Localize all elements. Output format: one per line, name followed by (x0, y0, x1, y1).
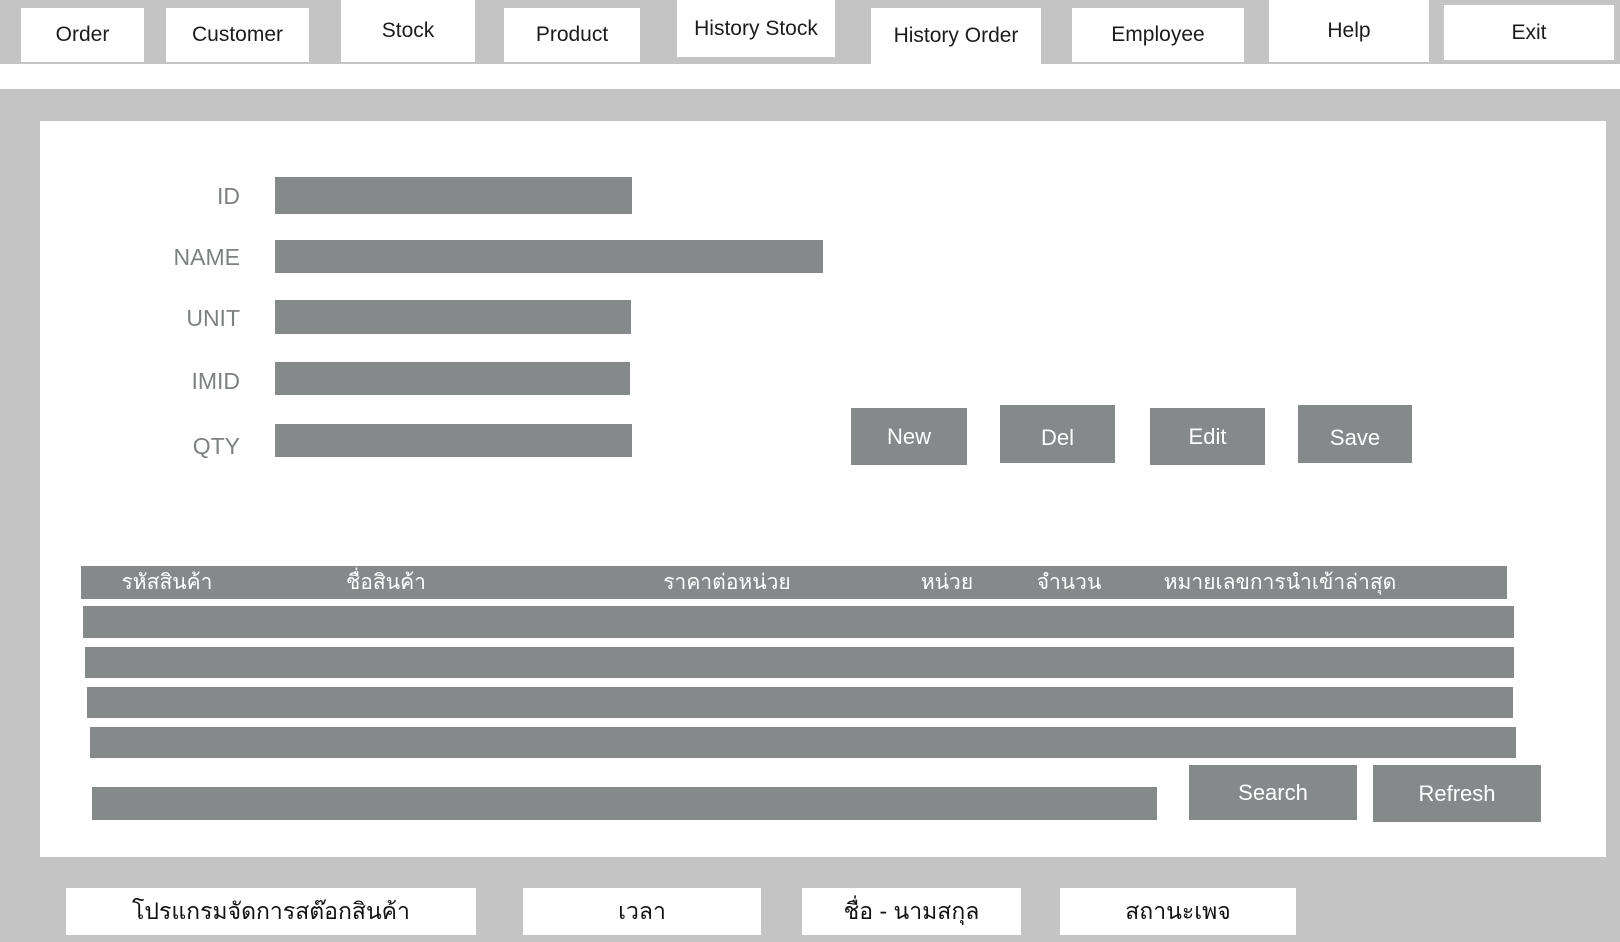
tab-help-label: Help (1327, 19, 1371, 42)
unit-label: UNIT (186, 305, 240, 331)
table-row[interactable] (87, 687, 1513, 718)
del-button[interactable]: Del (1000, 405, 1115, 463)
tab-exit-label: Exit (1511, 20, 1547, 44)
tab-employee-label: Employee (1111, 23, 1205, 46)
save-button[interactable]: Save (1298, 405, 1412, 463)
column-header-unit: หน่วย (920, 571, 974, 594)
tab-history-order-label: History Order (893, 24, 1019, 47)
imid-input[interactable] (275, 362, 630, 395)
table-row[interactable] (90, 727, 1516, 758)
table-header: รหัสสินค้า ชื่อสินค้า ราคาต่อหน่วย หน่วย… (81, 566, 1507, 599)
status-time: เวลา (523, 888, 761, 935)
id-input[interactable] (275, 177, 632, 214)
tab-customer-label: Customer (191, 23, 284, 46)
status-user-name: ชื่อ - นามสกุล (802, 888, 1021, 935)
column-header-last-import-id: หมายเลขการนำเข้าล่าสุด (1163, 571, 1397, 594)
tab-order[interactable]: Order (21, 8, 144, 62)
unit-input[interactable] (275, 300, 631, 334)
name-input[interactable] (275, 240, 823, 273)
tab-product-label: Product (535, 23, 609, 46)
nav-divider-strip (0, 64, 1620, 89)
tab-product[interactable]: Product (504, 8, 640, 62)
column-header-product-name: ชื่อสินค้า (346, 571, 426, 594)
id-label: ID (217, 183, 240, 209)
tab-stock-label: Stock (381, 19, 435, 42)
tab-exit[interactable]: Exit (1442, 3, 1616, 62)
tab-employee[interactable]: Employee (1072, 8, 1244, 62)
status-program-title: โปรแกรมจัดการสต๊อกสินค้า (66, 888, 476, 935)
search-input[interactable] (92, 787, 1157, 820)
table-row[interactable] (85, 647, 1514, 678)
edit-button[interactable]: Edit (1150, 408, 1265, 465)
imid-label: IMID (191, 368, 240, 394)
refresh-button[interactable]: Refresh (1373, 765, 1541, 822)
tab-history-stock-label: History Stock (694, 16, 818, 40)
tab-history-stock[interactable]: History Stock (677, 0, 835, 57)
tab-order-label: Order (55, 23, 110, 46)
tab-help[interactable]: Help (1269, 0, 1429, 62)
search-button[interactable]: Search (1189, 765, 1357, 820)
tab-customer[interactable]: Customer (166, 8, 309, 62)
status-page-state: สถานะเพจ (1060, 888, 1296, 935)
tab-history-order[interactable]: History Order (871, 8, 1041, 64)
qty-label: QTY (192, 433, 240, 459)
column-header-unit-price: ราคาต่อหน่วย (663, 571, 791, 594)
qty-input[interactable] (275, 424, 632, 457)
column-header-quantity: จำนวน (1036, 571, 1102, 594)
name-label: NAME (173, 244, 240, 270)
column-header-product-code: รหัสสินค้า (121, 571, 213, 594)
tab-stock[interactable]: Stock (341, 0, 475, 62)
table-row[interactable] (83, 606, 1514, 638)
new-button[interactable]: New (851, 408, 967, 465)
